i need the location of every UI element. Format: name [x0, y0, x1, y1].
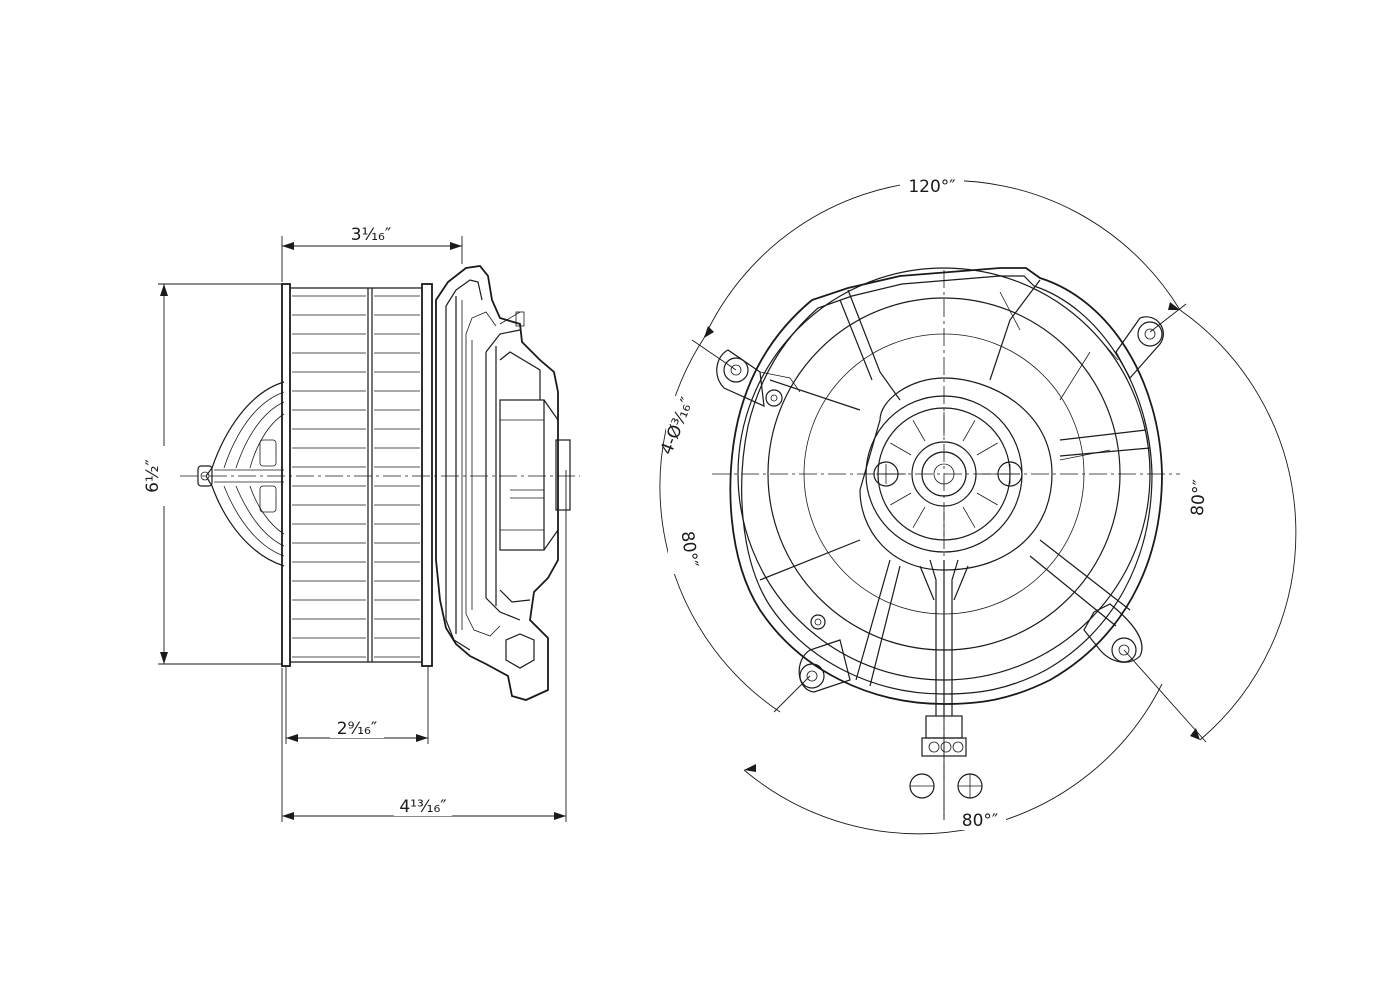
- dim-overall-width: 4¹³⁄₁₆″: [281, 470, 567, 822]
- motor-dome: [197, 381, 285, 567]
- hub-slot: [890, 442, 912, 456]
- dim-height-label: 6½″: [143, 459, 163, 493]
- angle-arc-bottom: [743, 683, 1163, 835]
- front-view: 120°″ 80°″ 80°″ 80°″ 4-Ø³⁄₁₆″: [657, 174, 1297, 835]
- dim-bottom-width: 2⁹⁄₁₆″: [285, 666, 429, 744]
- mounting-ear-bottom-right: [1083, 603, 1143, 663]
- angle-bottom-label: 80°″: [962, 811, 998, 831]
- angle-arc-right: [1179, 309, 1297, 741]
- hub-slot: [962, 420, 976, 442]
- hub-slot: [890, 492, 912, 506]
- hub-slot: [976, 442, 998, 456]
- wire-harness: [919, 559, 969, 757]
- dim-bottom-label: 2⁹⁄₁₆″: [337, 719, 377, 739]
- motor-housing: [435, 265, 571, 701]
- housing-inner: [741, 275, 1153, 695]
- angle-right-label: 80°″: [1188, 479, 1210, 517]
- fan-wheel: [281, 283, 433, 667]
- mounting-ear-bottom-left: [798, 614, 851, 693]
- connector-pins: [909, 773, 983, 799]
- hub-slot: [976, 492, 998, 506]
- dim-height: 6½″: [142, 283, 282, 665]
- motor-hub: [859, 377, 1053, 571]
- angle-arc-left: [659, 337, 781, 713]
- hub-slot: [912, 506, 926, 528]
- hub-slot: [912, 420, 926, 442]
- dim-overall-label: 4¹³⁄₁₆″: [399, 797, 446, 817]
- angle-top-label: 120°″: [908, 177, 955, 197]
- dim-top-width: 3¹⁄₁₆″: [281, 220, 463, 282]
- housing-spokes: [759, 279, 1151, 687]
- dim-top-label: 3¹⁄₁₆″: [351, 225, 391, 245]
- hub-slot: [962, 506, 976, 528]
- side-view: 3¹⁄₁₆″ 6½″ 2⁹⁄₁₆″: [142, 220, 580, 822]
- mounting-ear-top-left: [716, 349, 801, 407]
- housing-outer: [729, 267, 1163, 705]
- angle-arc-top: [703, 180, 1181, 339]
- mounting-ear-top-right: [1103, 316, 1164, 380]
